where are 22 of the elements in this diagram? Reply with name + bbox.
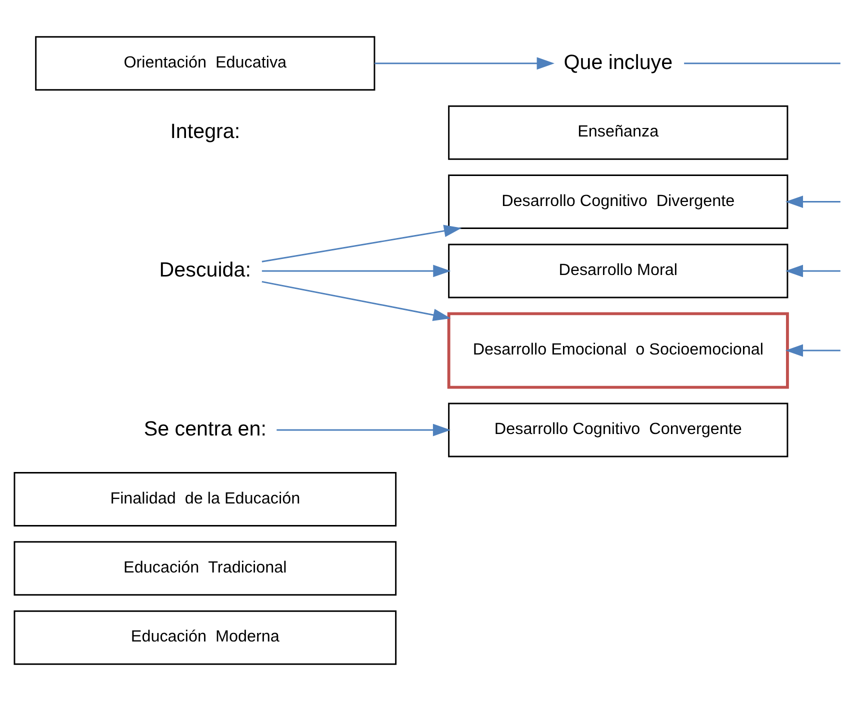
connector: [684, 62, 840, 64]
arrow: [262, 264, 451, 278]
arrow: [374, 57, 554, 70]
node-box: Educación Tradicional: [14, 541, 397, 596]
arrow: [785, 196, 840, 208]
node-box: Desarrollo Moral: [448, 244, 788, 298]
node-box: Desarrollo Cognitivo Divergente: [448, 174, 788, 230]
node-box: Desarrollo Cognitivo Convergente: [448, 402, 788, 458]
label: Integra:: [170, 120, 240, 144]
node-text: Que incluye: [564, 50, 673, 74]
node-text: Se centra en:: [144, 417, 266, 440]
node-box: Orientación Educativa: [35, 36, 376, 91]
node-box: Finalidad de la Educación: [14, 472, 397, 526]
arrow: [276, 424, 451, 436]
node-box: Desarrollo Emocional o Socioemocional: [447, 312, 789, 389]
arrow: [262, 280, 451, 322]
arrow: [785, 264, 840, 278]
node-text: Descuida:: [159, 258, 251, 282]
node-box: Enseñanza: [448, 105, 788, 160]
arrow: [262, 224, 462, 262]
node-box: Educación Moderna: [14, 610, 397, 665]
arrow: [785, 344, 840, 357]
